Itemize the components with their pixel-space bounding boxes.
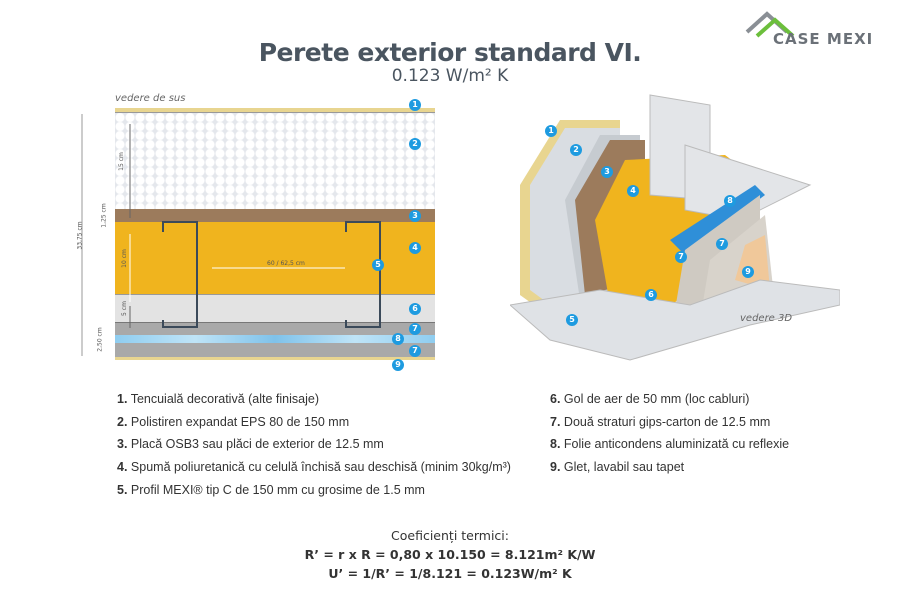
badge-1: 1 <box>409 99 421 111</box>
badge-8: 8 <box>392 333 404 345</box>
3d-badge-9: 9 <box>742 266 754 278</box>
r-value-formula: R’ = r x R = 0,80 x 10.150 = 8.121m² K/W <box>304 547 596 562</box>
page-title: Perete exterior standard VI. <box>258 38 642 67</box>
u-value-subtitle: 0.123 W/m² K <box>391 66 509 86</box>
dim-osb: 1,25 cm <box>100 203 108 228</box>
u-value-formula: U’ = 1/R’ = 1/8.121 = 0.123W/m² K <box>328 566 572 581</box>
layer-osb <box>115 209 435 222</box>
top-view-label: vedere de sus <box>115 93 186 104</box>
badge-7a: 7 <box>409 323 421 335</box>
logo: CASE MEXI <box>745 10 895 50</box>
badge-3: 3 <box>409 210 421 222</box>
layer-pu-foam <box>115 222 435 294</box>
badge-6: 6 <box>409 303 421 315</box>
3d-view-label: vedere 3D <box>740 313 793 324</box>
layer-air-gap <box>115 294 435 323</box>
3d-badge-1: 1 <box>545 125 557 137</box>
legend-item-6: 6. Gol de aer de 50 mm (loc cabluri) <box>550 392 750 406</box>
wall-3d-illustration <box>510 94 840 361</box>
badge-9: 9 <box>392 359 404 371</box>
3d-badge-5: 5 <box>566 314 578 326</box>
layer-glet <box>115 357 435 360</box>
legend-item-1: 1. Tencuială decorativă (alte finisaje) <box>117 392 319 406</box>
3d-badge-2: 2 <box>570 144 582 156</box>
dim-spacing: 60 / 62,5 cm <box>267 260 305 267</box>
dim-air: 5 cm <box>120 301 128 316</box>
dim-pu: 10 cm <box>120 249 128 268</box>
dim-eps: 15 cm <box>117 152 125 171</box>
badge-7b: 7 <box>409 345 421 357</box>
legend-item-3: 3. Placă OSB3 sau plăci de exterior de 1… <box>117 437 384 451</box>
layer-eps <box>115 112 435 211</box>
layer-gips-1 <box>115 322 435 336</box>
dim-total: 33,75 cm <box>76 221 84 250</box>
3d-badge-3: 3 <box>601 166 613 178</box>
layer-foil <box>115 335 435 343</box>
3d-badge-6: 6 <box>645 289 657 301</box>
legend-item-9: 9. Glet, lavabil sau tapet <box>550 460 685 474</box>
coefficients-heading: Coeficienți termici: <box>391 528 509 543</box>
legend-item-5: 5. Profil MEXI® tip C de 150 mm cu grosi… <box>117 483 425 497</box>
c-profiles <box>81 114 381 356</box>
3d-badge-7b: 7 <box>716 238 728 250</box>
badge-2: 2 <box>409 138 421 150</box>
3d-badge-4: 4 <box>627 185 639 197</box>
legend-item-4: 4. Spumă poliuretanică cu celulă închisă… <box>117 460 511 474</box>
badge-4: 4 <box>409 242 421 254</box>
3d-badge-7a: 7 <box>675 251 687 263</box>
legend-item-7: 7. Două straturi gips-carton de 12.5 mm <box>550 415 771 429</box>
layer-gips-2 <box>115 343 435 357</box>
roof-logo-icon <box>745 11 795 38</box>
legend-item-8: 8. Folie anticondens aluminizată cu refl… <box>550 437 790 451</box>
dim-gips: 2,50 cm <box>96 327 104 352</box>
layer-plaster <box>115 108 435 112</box>
logo-text: CASE MEXI <box>773 30 874 48</box>
3d-badge-8: 8 <box>724 195 736 207</box>
legend-item-2: 2. Polistiren expandat EPS 80 de 150 mm <box>117 415 350 429</box>
badge-5: 5 <box>372 259 384 271</box>
